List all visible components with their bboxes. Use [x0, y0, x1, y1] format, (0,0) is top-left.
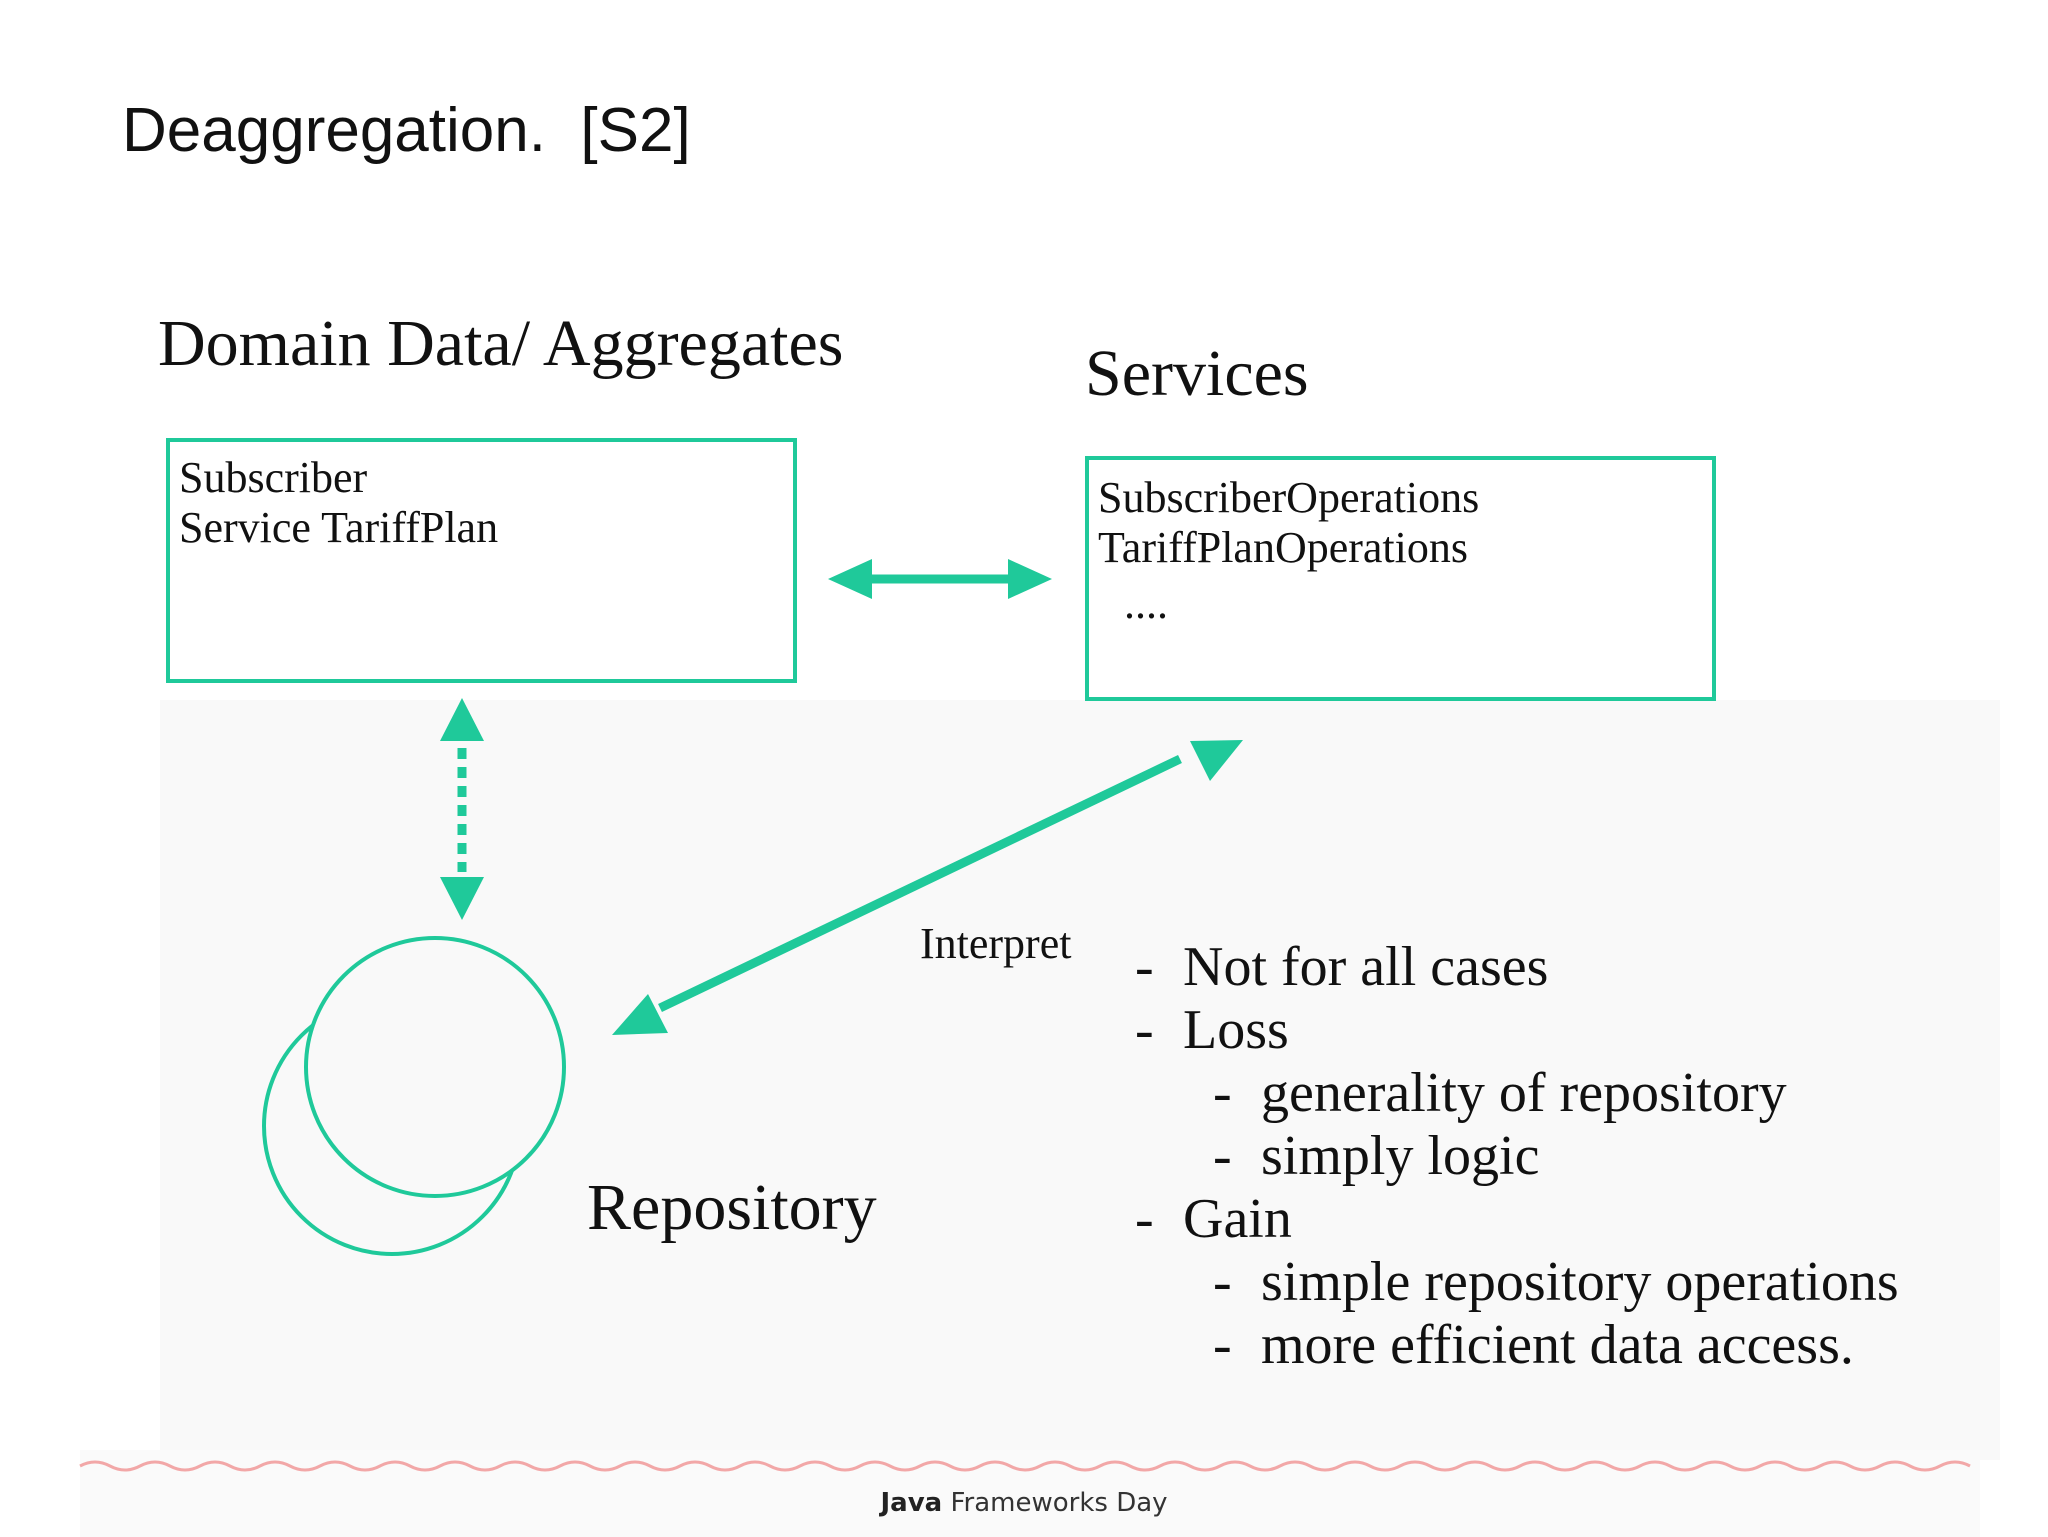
services-heading: Services: [1085, 337, 1309, 410]
services-box: [1085, 456, 1716, 701]
bullet-item: -simply logic: [1135, 1124, 1899, 1187]
bullet-dash: -: [1213, 1125, 1232, 1187]
services-line-ellipsis: ....: [1124, 579, 1168, 628]
bullet-dash: -: [1213, 1062, 1232, 1124]
bullet-dash: -: [1135, 999, 1154, 1061]
bullet-text: Not for all cases: [1183, 936, 1549, 998]
interpret-label: Interpret: [920, 919, 1072, 968]
bullet-text: Gain: [1183, 1188, 1292, 1250]
interpret-arrow: [612, 740, 1243, 1035]
bullet-item: -simple repository operations: [1135, 1250, 1899, 1313]
slide-title: Deaggregation. [S2]: [122, 96, 691, 165]
footer-brand-java: Java: [880, 1488, 943, 1518]
bullet-dash: -: [1213, 1314, 1232, 1376]
domain-services-arrow: [828, 559, 1052, 599]
bullet-dash: -: [1213, 1251, 1232, 1313]
footer-brand: Java Frameworks Day: [0, 1488, 2048, 1518]
bullet-list: -Not for all cases-Loss-generality of re…: [1135, 935, 1899, 1376]
footer-wave-divider: [79, 1460, 1971, 1472]
bullet-item: -Loss: [1135, 998, 1899, 1061]
bullet-item: -more efficient data access.: [1135, 1313, 1899, 1376]
bullet-text: simple repository operations: [1261, 1251, 1899, 1313]
domain-line-subscriber: Subscriber: [179, 453, 368, 502]
bullet-text: Loss: [1183, 999, 1289, 1061]
bullet-text: generality of repository: [1261, 1062, 1787, 1124]
bullet-text: simply logic: [1261, 1125, 1540, 1187]
repository-label: Repository: [587, 1171, 877, 1244]
domain-repository-dotted-arrow: [440, 698, 484, 920]
bullet-item: -Not for all cases: [1135, 935, 1899, 998]
domain-data-box: [166, 438, 797, 683]
bullet-dash: -: [1135, 936, 1154, 998]
services-line-subscriber-operations: SubscriberOperations: [1098, 473, 1480, 522]
domain-line-service-tariffplan: Service TariffPlan: [179, 503, 499, 552]
services-line-tariffplan-operations: TariffPlanOperations: [1098, 523, 1469, 572]
footer-brand-rest: Frameworks Day: [950, 1488, 1168, 1518]
bullet-text: more efficient data access.: [1261, 1314, 1854, 1376]
domain-heading: Domain Data/ Aggregates: [158, 307, 844, 380]
bullet-item: -generality of repository: [1135, 1061, 1899, 1124]
repository-front-circle: [304, 936, 566, 1198]
bullet-item: -Gain: [1135, 1187, 1899, 1250]
bullet-dash: -: [1135, 1188, 1154, 1250]
